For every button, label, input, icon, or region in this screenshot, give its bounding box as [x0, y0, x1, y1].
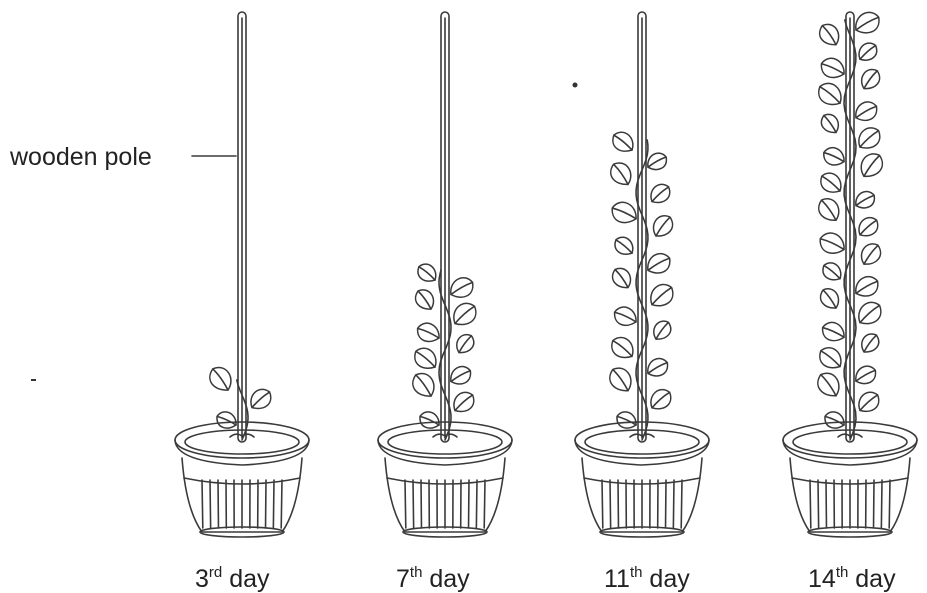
leaf [819, 259, 845, 284]
leaf [852, 363, 879, 388]
pot-rib [881, 480, 882, 528]
leaf [821, 145, 848, 168]
leaf [609, 199, 640, 227]
leaf [205, 363, 237, 396]
leaf [853, 123, 884, 153]
leaf [447, 363, 474, 388]
pot-rib [610, 480, 611, 528]
pot-rib [210, 480, 211, 528]
day-word: day [229, 565, 269, 593]
plant-stage [575, 12, 709, 537]
leaf [646, 385, 675, 413]
day-word: day [429, 565, 469, 593]
day-suffix: th [630, 564, 643, 581]
leaf [410, 344, 441, 374]
leaf [818, 55, 848, 81]
leaf [853, 298, 886, 330]
leaf [813, 368, 845, 401]
leaf [814, 194, 844, 225]
day-label-11: 11th day [604, 565, 690, 592]
leaf [854, 388, 883, 416]
leaf [644, 355, 671, 380]
leaf [817, 169, 846, 197]
pot-rib [202, 480, 203, 528]
leaf [646, 180, 674, 207]
pot-rib [281, 480, 282, 528]
leaf [607, 333, 638, 363]
day-word: day [855, 565, 895, 593]
leaf [851, 273, 881, 301]
leaf [609, 128, 638, 156]
leaf [817, 111, 843, 137]
stray-mark [573, 83, 578, 88]
day-label-7: 7th day [396, 565, 470, 592]
leaf [643, 250, 673, 278]
pot-rib [810, 480, 811, 528]
pot-rib [476, 480, 477, 528]
leaf [605, 363, 637, 396]
leaf [411, 286, 438, 314]
leaf [417, 409, 442, 431]
pot-rib [273, 480, 274, 528]
leaf [645, 280, 678, 312]
pot-rib [405, 480, 406, 528]
leaf [851, 9, 883, 38]
leaf [446, 274, 476, 302]
pot-rib [602, 480, 603, 528]
leaf [857, 330, 883, 356]
plant-stage [175, 12, 309, 537]
leaf [852, 98, 881, 124]
leaf [816, 285, 843, 313]
day-number: 3 [195, 565, 209, 593]
day-number: 7 [396, 565, 410, 593]
leaf [855, 149, 887, 182]
leaf [854, 39, 880, 64]
leaf [448, 299, 481, 331]
leaf [648, 211, 677, 240]
pot-rib [681, 480, 682, 528]
leaf [414, 320, 442, 345]
leaf [611, 234, 637, 259]
pot-rib [889, 480, 890, 528]
day-suffix: rd [209, 564, 222, 581]
day-word: day [649, 565, 689, 593]
day-suffix: th [410, 564, 423, 581]
leaf [246, 385, 275, 413]
day-number: 14 [808, 565, 836, 593]
leaf [822, 409, 847, 431]
leaf [856, 240, 885, 269]
wooden-pole-label: wooden pole [10, 145, 152, 170]
leaf [214, 409, 239, 431]
plant-stage [378, 12, 512, 537]
pot-rib [818, 480, 819, 528]
day-number: 11 [604, 565, 630, 593]
leaf [815, 20, 844, 49]
leaf [606, 158, 636, 189]
leaf [852, 188, 878, 211]
pot-rib [484, 480, 485, 528]
leaf [452, 331, 478, 357]
day-suffix: th [836, 564, 849, 581]
leaf [414, 260, 440, 285]
leaf [608, 264, 635, 292]
leaf [854, 214, 882, 241]
leaf [819, 319, 847, 344]
day-label-3: 3rd day [195, 565, 270, 592]
pot-rib [673, 480, 674, 528]
day-label-14: 14th day [808, 565, 896, 592]
plant-stage [783, 9, 917, 537]
leaf [449, 388, 478, 416]
leaf [611, 304, 639, 329]
leaf [814, 79, 847, 110]
leaf [857, 65, 884, 93]
leaf [649, 317, 675, 343]
leaf [817, 230, 848, 258]
leaf [614, 409, 639, 431]
leaf [815, 343, 846, 373]
plant-stages [175, 9, 917, 537]
pot-rib [413, 480, 414, 528]
leaf [408, 369, 440, 402]
